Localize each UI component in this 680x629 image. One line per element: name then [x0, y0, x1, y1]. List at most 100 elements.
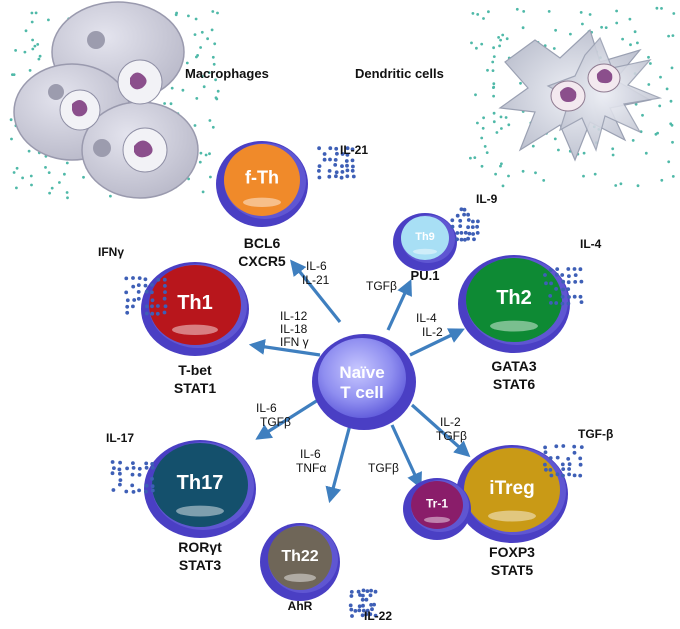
cytokine-dot [364, 612, 369, 617]
cytokine-dot [548, 456, 553, 460]
particle-dot [552, 47, 556, 50]
cytokine-dot [555, 472, 560, 477]
cytokine-dot [350, 614, 354, 618]
particle-dot [12, 171, 16, 174]
cytokine-dot [462, 207, 467, 212]
cytokine-dot [549, 281, 553, 286]
cytokine-dot [572, 267, 577, 271]
itreg-nucleus [464, 448, 560, 532]
particle-dot [193, 124, 197, 127]
particle-dot [647, 55, 650, 59]
particle-dot [199, 46, 203, 49]
particle-dot [170, 86, 174, 90]
cytokine-dot [566, 457, 571, 461]
particle-dot [515, 7, 519, 11]
cytokine-dot [150, 476, 154, 481]
cytokine-dot [350, 158, 355, 163]
cytokine-dot [132, 298, 137, 302]
cytokine-dot [156, 304, 160, 308]
arrow-label-th1-3: IFN γ [280, 335, 309, 349]
particle-dot [44, 166, 47, 169]
particle-dot [644, 151, 648, 155]
particle-dot [481, 126, 485, 130]
particle-dot [21, 176, 24, 180]
cytokine-dot [339, 175, 344, 180]
particle-dot [658, 104, 662, 108]
particle-dot [557, 148, 560, 152]
arrow-to-fth [290, 259, 342, 323]
particle-dot [633, 30, 637, 34]
particle-dot [66, 196, 69, 200]
particle-dot [23, 50, 27, 54]
cytokine-dot [560, 462, 565, 467]
cytokine-dot [125, 298, 130, 303]
tr1-nucleus-shine [424, 516, 450, 523]
particle-dot [480, 136, 484, 140]
particle-dot [198, 160, 202, 164]
cytokine-dot [466, 236, 470, 241]
cytokine-dot [567, 462, 572, 467]
particle-dot [181, 88, 185, 92]
particle-dot [169, 102, 173, 106]
th9-nucleus [401, 216, 449, 260]
tr1-nucleus [411, 481, 463, 529]
arrow-label-itreg-1: IL-2 [440, 415, 461, 429]
cytokine-dot [459, 237, 464, 242]
particle-dot [210, 28, 214, 32]
fth-tf2: CXCR5 [238, 253, 286, 269]
cytokine-dot [471, 219, 475, 224]
cytokine-dot [163, 284, 167, 288]
particle-dot [65, 161, 69, 165]
th1-nucleus [149, 265, 241, 345]
macrophage-nucleus [72, 100, 88, 117]
particle-dot [492, 55, 496, 58]
cytokine-dot [372, 602, 376, 607]
arrow-label-th22-1: IL-6 [300, 447, 321, 461]
cytokine-dot [458, 218, 463, 223]
particle-dot [473, 156, 477, 160]
particle-dot [475, 46, 478, 50]
particle-dot [12, 73, 16, 76]
particle-dot [492, 46, 495, 50]
cytokine-dot [475, 224, 479, 229]
particle-dot [499, 115, 503, 119]
arrow-label-fth-1: IL-6 [306, 259, 327, 273]
particle-dot [216, 11, 219, 15]
particle-dot [199, 151, 203, 155]
cytokine-dot [566, 280, 571, 285]
th2-tf1: GATA3 [491, 358, 537, 374]
cytokine-dot [361, 588, 366, 593]
cytokine-dot [340, 170, 345, 174]
particle-dot [47, 18, 50, 22]
arrow-label-itreg-2: TGFβ [436, 429, 467, 443]
th17-cytokine: IL-17 [106, 431, 134, 445]
cytokine-dot [353, 609, 358, 613]
particle-dot [499, 38, 502, 42]
particle-dot [34, 11, 38, 15]
particle-dot [522, 10, 526, 13]
particle-dot [671, 34, 675, 37]
tr1-cell: Tr-1 [403, 478, 471, 540]
particle-dot [194, 17, 198, 21]
particle-dot [542, 179, 546, 182]
cytokine-dot [543, 450, 548, 455]
cytokine-dot [317, 146, 321, 151]
arrow-label-th1-2: IL-18 [280, 322, 308, 336]
cytokine-dot [351, 164, 355, 169]
cytokine-dot [561, 444, 566, 448]
cytokine-dot [110, 471, 115, 476]
cytokine-dot [560, 294, 565, 299]
cell-labels: BCL6 CXCR5 IL-21 PU.1 IL-9 T-bet STAT1 I… [98, 143, 613, 623]
cytokine-dot [317, 175, 322, 180]
arrow-to-th17 [255, 398, 319, 440]
cytokine-dot [322, 152, 327, 156]
particle-dot [491, 69, 495, 72]
arrow-label-th2-2: IL-2 [422, 325, 443, 339]
particle-dot [163, 102, 167, 105]
differentiation-arrows [248, 259, 471, 504]
cytokine-dot [450, 218, 455, 223]
cytokine-dot [333, 163, 338, 167]
cytokine-dot [373, 613, 378, 618]
particle-dot [667, 160, 671, 164]
cytokine-dot [345, 168, 350, 173]
